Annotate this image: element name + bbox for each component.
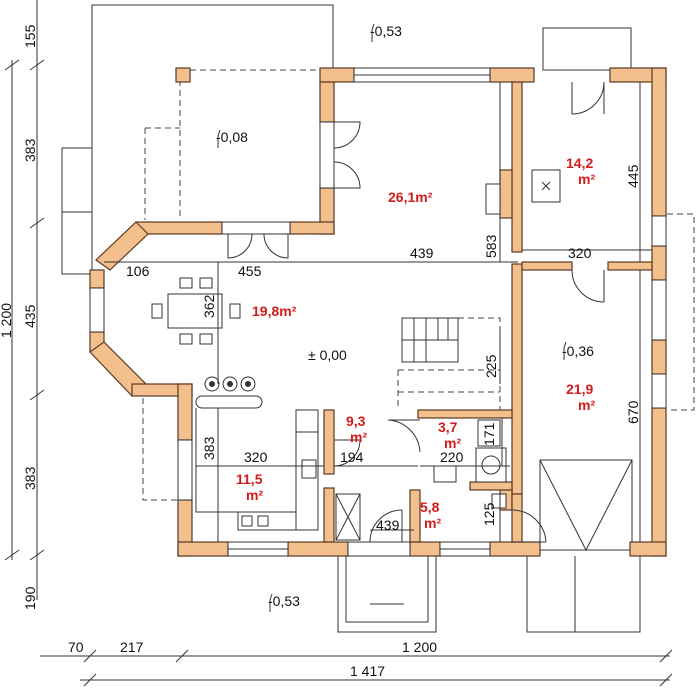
dim-455: 455: [238, 263, 262, 279]
dim-320-kitchen: 320: [244, 449, 268, 465]
dim-106: 106: [126, 263, 150, 279]
furniture: [151, 169, 561, 541]
area-bath-unit: m²: [444, 435, 461, 451]
area-kitchen-unit: m²: [246, 487, 263, 503]
dim-left-435: 435: [22, 304, 38, 328]
dim-439-hall: 439: [376, 517, 400, 533]
level-living: ± 0,00: [308, 347, 347, 363]
dim-383-kitchen: 383: [201, 436, 217, 460]
dimension-lines: [4, 0, 673, 687]
area-dining: 19,8m²: [252, 303, 297, 319]
area-entrance-unit: m²: [424, 515, 441, 531]
dim-left-1200: 1 200: [0, 303, 14, 338]
dim-left-190: 190: [22, 586, 38, 610]
walls: [89, 67, 667, 557]
staircase: [397, 317, 501, 410]
level-top: -0,53: [370, 23, 402, 39]
area-garage: 21,9: [566, 381, 593, 397]
area-garage-unit: m²: [578, 397, 595, 413]
level-entrance: -0,53: [268, 593, 300, 609]
dim-left-383-bottom: 383: [22, 466, 38, 490]
area-living: 26,1m²: [388, 189, 433, 205]
dim-445: 445: [625, 164, 641, 188]
dim-225: 225: [483, 354, 499, 378]
area-entrance: 5,8: [420, 499, 440, 515]
area-bath: 3,7: [438, 419, 458, 435]
level-garage: -0,36: [562, 343, 594, 359]
windows: [89, 67, 667, 557]
area-hall-unit: m²: [350, 429, 367, 445]
area-kitchen: 11,5: [236, 471, 263, 487]
dim-362: 362: [201, 294, 217, 318]
dim-320-top: 320: [568, 245, 592, 261]
dim-bottom-1200: 1 200: [402, 639, 437, 655]
area-hall: 9,3: [346, 413, 366, 429]
dim-bottom-217: 217: [120, 639, 144, 655]
level-terrace: -0,08: [216, 129, 248, 145]
dimension-labels: 155 383 1 200 435 383 190 70 217 1 200 1…: [0, 24, 641, 679]
exterior-outlines: [61, 4, 695, 633]
dim-583: 583: [483, 234, 499, 258]
level-marks: -0,53 -0,08 ± 0,00 -0,36 -0,53: [216, 23, 594, 612]
dim-439-top: 439: [410, 245, 434, 261]
dim-left-155: 155: [22, 24, 38, 48]
dim-220: 220: [440, 449, 464, 465]
dim-670: 670: [625, 400, 641, 424]
dim-bottom-70: 70: [68, 639, 84, 655]
area-room-right: 14,2: [566, 155, 593, 171]
dim-bottom-1417: 1 417: [350, 663, 385, 679]
room-areas: 26,1m² 14,2 m² 19,8m² 21,9 m² 9,3 m² 3,7…: [236, 155, 595, 531]
dim-194: 194: [340, 449, 364, 465]
dim-left-383-top: 383: [22, 138, 38, 162]
area-room-right-unit: m²: [578, 171, 595, 187]
dim-171: 171: [481, 422, 497, 446]
doors: [227, 81, 605, 543]
dim-125: 125: [481, 502, 497, 526]
